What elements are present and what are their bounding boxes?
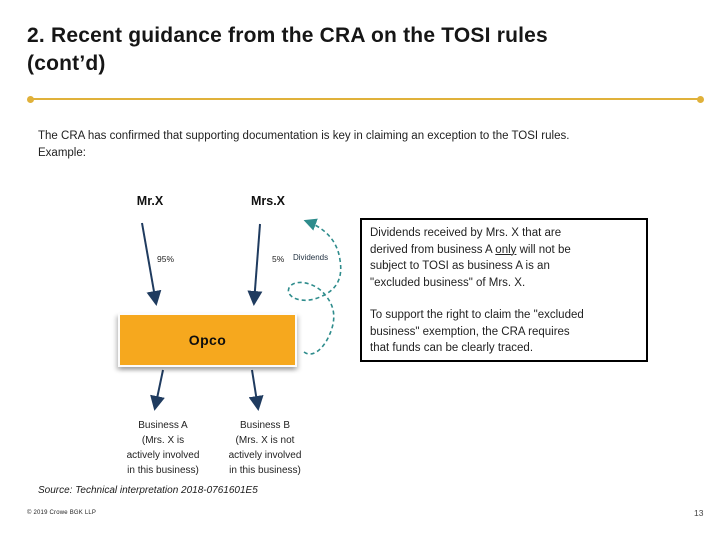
label-dividends: Dividends	[293, 253, 329, 262]
callout-box: Dividends received by Mrs. X that are de…	[360, 218, 648, 362]
intro-text: The CRA has confirmed that supporting do…	[38, 130, 570, 159]
callout-p1-text-end: will not be subject to TOSI as business …	[370, 243, 571, 289]
page-number: 13	[694, 508, 704, 518]
opco-box-label: Opco	[188, 332, 227, 348]
opco-box: Opco	[118, 313, 297, 367]
ownership-arrow-mrx-opco	[141, 222, 162, 306]
dividends-flow-dashed-arrow	[287, 218, 342, 355]
label-business-a: Business A (Mrs. X is actively involved …	[126, 420, 200, 476]
label-mrs-x: Mrs.X	[250, 194, 286, 208]
callout-paragraph-1: Dividends received by Mrs. X that are de…	[370, 225, 638, 291]
ownership-arrow-mrsx-opco	[247, 223, 263, 306]
label-mr-x: Mr.X	[136, 194, 164, 208]
copyright-note: © 2019 Crowe BGK LLP	[27, 510, 97, 516]
label-5-percent: 5%	[272, 254, 285, 264]
callout-p1-underlined-word: only	[495, 243, 517, 256]
arrow-opco-business-a	[150, 369, 165, 411]
divider-dot-left	[27, 95, 34, 103]
source-note: Source: Technical interpretation 2018-07…	[38, 485, 258, 496]
callout-paragraph-2: To support the right to claim the "exclu…	[370, 309, 584, 354]
label-business-b: Business B (Mrs. X is not actively invol…	[228, 420, 302, 476]
title-divider-line	[31, 98, 701, 100]
callout-p1-text-start: Dividends received by Mrs. X that are de…	[370, 227, 562, 256]
label-95-percent: 95%	[157, 254, 175, 264]
arrow-opco-business-b	[248, 369, 264, 411]
slide-title: 2. Recent guidance from the CRA on the T…	[27, 24, 548, 75]
divider-dot-right	[697, 95, 704, 103]
